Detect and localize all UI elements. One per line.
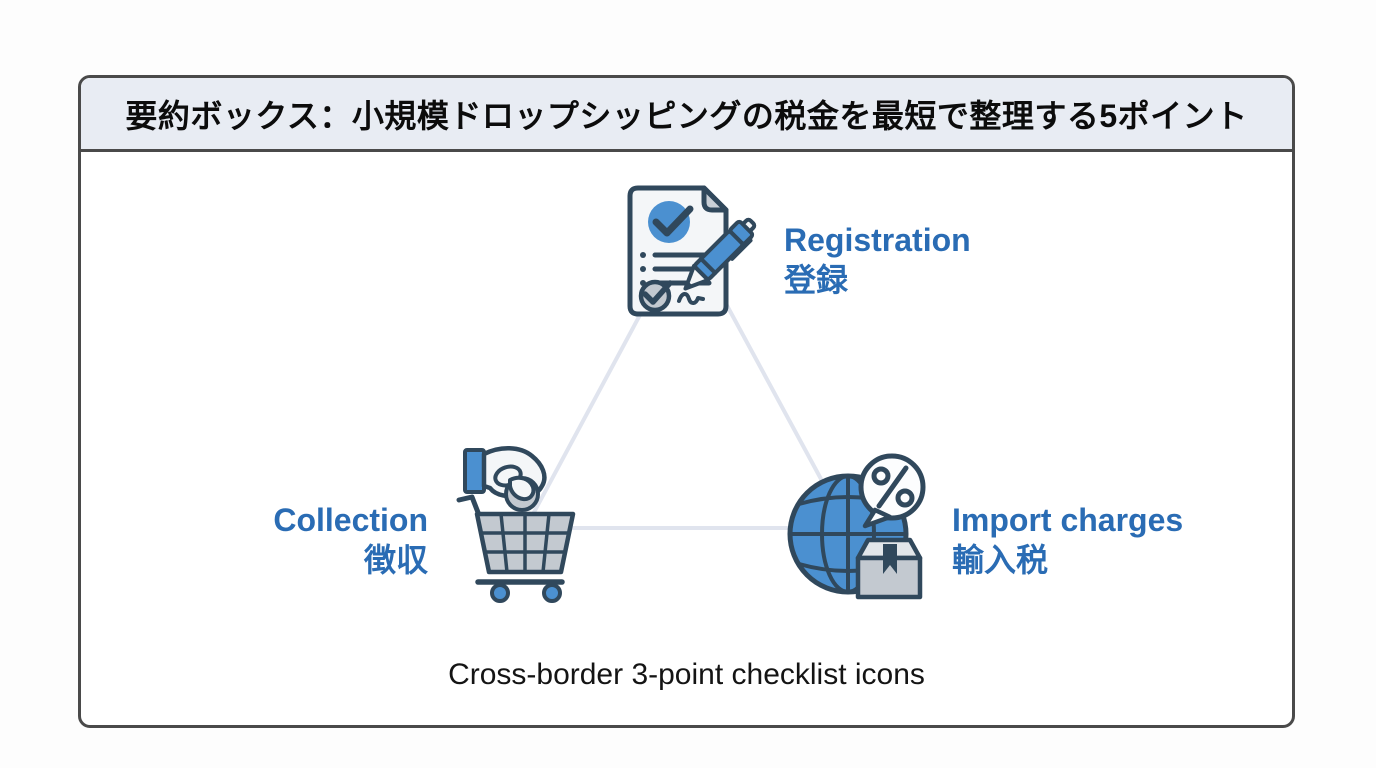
import-charges-label-ja: 輸入税: [952, 542, 1049, 578]
check-circle-icon: [648, 201, 690, 243]
collection-label-ja: 徴収: [363, 542, 428, 578]
cart-wheel-icon: [542, 583, 562, 603]
summary-title: 要約ボックス：小規模ドロップシッピングの税金を最短で整理する5ポイント: [125, 97, 1248, 134]
registration-label: Registration 登録: [784, 220, 971, 300]
registration-label-en: Registration: [784, 222, 971, 258]
pen-icon: [683, 217, 757, 291]
cart-wheel-icon: [490, 583, 510, 603]
collection-label-en: Collection: [273, 502, 428, 538]
diagram-caption: Cross-border 3-point checklist icons: [448, 658, 925, 691]
import-charges-label-en: Import charges: [952, 502, 1184, 538]
document-checklist-pen-icon: [627, 185, 757, 317]
summary-card: 要約ボックス：小規模ドロップシッピングの税金を最短で整理する5ポイント: [78, 75, 1295, 728]
collection-label: Collection 徴収: [188, 500, 428, 580]
import-charges-label: Import charges 輸入税: [952, 500, 1183, 580]
globe-percent-package-icon: [787, 453, 926, 600]
summary-card-header: 要約ボックス：小規模ドロップシッピングの税金を最短で整理する5ポイント: [81, 78, 1292, 152]
hand-coin-cart-icon: [456, 446, 576, 603]
sleeve-cuff-icon: [463, 448, 486, 494]
registration-label-ja: 登録: [784, 262, 849, 298]
